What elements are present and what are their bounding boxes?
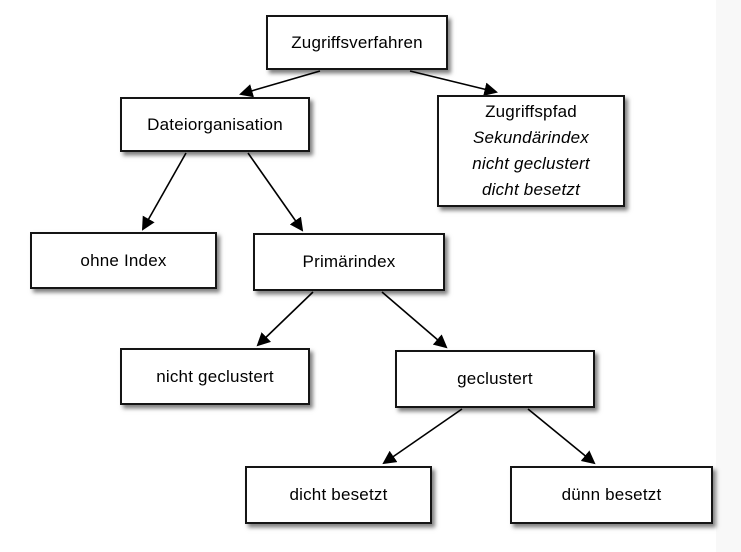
node-primaerindex: Primärindex	[253, 233, 445, 291]
node-duenn-besetzt: dünn besetzt	[510, 466, 713, 524]
edge-primaerindex-to-nicht_geclustert	[256, 291, 314, 347]
node-label: Zugriffsverfahren	[291, 32, 423, 52]
node-label: geclustert	[457, 369, 533, 388]
edge-zugriffsverfahren-to-dateiorganisation	[239, 70, 321, 98]
node-dateiorganisation: Dateiorganisation	[120, 97, 310, 152]
node-label: nicht geclustert	[156, 366, 274, 386]
edge-primaerindex-to-geclustert	[381, 291, 448, 349]
node-zugriffsverfahren: Zugriffsverfahren	[266, 15, 448, 70]
node-label: Zugriffspfad	[485, 102, 577, 121]
node-label: ohne Index	[80, 250, 167, 270]
node-ohne-index: ohne Index	[30, 232, 217, 289]
node-dicht-besetzt: dicht besetzt	[245, 466, 432, 524]
node-zugriffspfad: Zugriffspfad Sekundärindex nicht geclust…	[437, 95, 625, 207]
edge-dateiorganisation-to-ohne_index	[141, 152, 187, 231]
node-nicht-geclustert: nicht geclustert	[120, 348, 310, 405]
node-geclustert: geclustert	[395, 350, 595, 408]
edge-geclustert-to-dicht_besetzt	[382, 408, 463, 465]
node-sublabel-dicht-besetzt: dicht besetzt	[481, 180, 581, 199]
node-label: dünn besetzt	[561, 485, 662, 504]
edge-zugriffsverfahren-to-zugriffspfad	[409, 70, 498, 96]
node-label: dicht besetzt	[289, 485, 388, 504]
node-sublabel-nicht-geclustert: nicht geclustert	[472, 154, 590, 173]
edge-dateiorganisation-to-primaerindex	[247, 152, 304, 232]
node-label: Primärindex	[302, 252, 396, 271]
node-label: Dateiorganisation	[147, 114, 283, 134]
edge-geclustert-to-duenn_besetzt	[527, 408, 596, 465]
node-sublabel-sekundaerindex: Sekundärindex	[472, 128, 589, 147]
page-right-gutter	[716, 0, 741, 552]
